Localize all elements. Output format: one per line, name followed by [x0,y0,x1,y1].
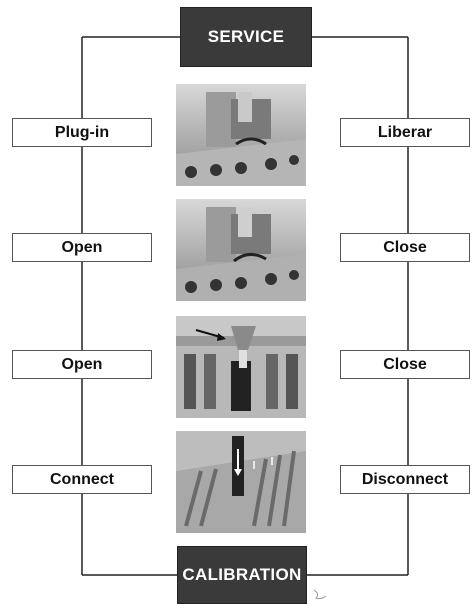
calibration-footer: CALIBRATION [177,546,307,604]
scan-mark-icon [312,588,328,602]
label-disconnect: Disconnect [340,465,470,494]
label-open-1: Open [12,233,152,262]
open-device-photo [176,199,306,301]
label-connect: Connect [12,465,152,494]
label-close-2: Close [340,350,470,379]
label-plug-in: Plug-in [12,118,152,147]
label-close-1: Close [340,233,470,262]
service-header: SERVICE [180,7,312,67]
label-open-2: Open [12,350,152,379]
plug-in-device-photo [176,84,306,186]
connector-pins-photo [176,431,306,533]
arrow-insert-photo [176,316,306,418]
label-liberar: Liberar [340,118,470,147]
